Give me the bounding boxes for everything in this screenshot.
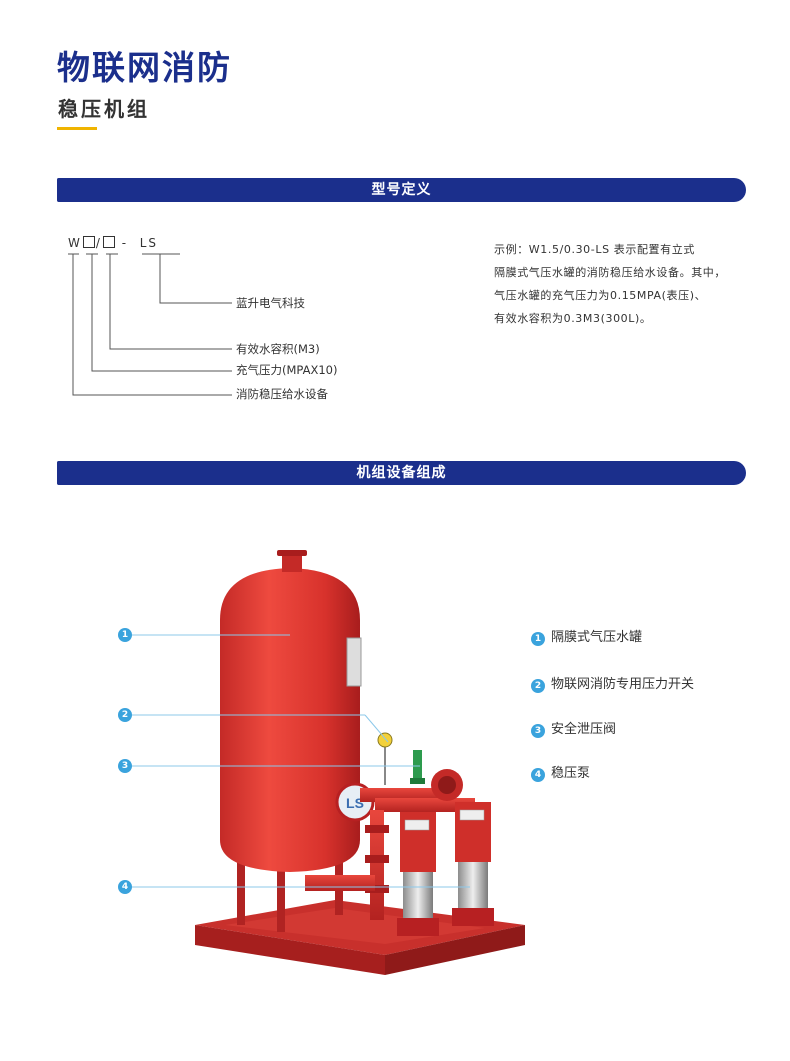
svg-text:LS: LS <box>346 795 364 811</box>
callout-badge-4: 4 <box>118 880 132 894</box>
legend-badge: 2 <box>531 679 545 693</box>
legend-badge: 4 <box>531 768 545 782</box>
definition-volume: 有效水容积(M3) <box>236 342 320 356</box>
pump-left <box>397 812 439 936</box>
legend-label: 安全泄压阀 <box>551 722 617 737</box>
section-bar-composition: 机组设备组成 <box>57 461 746 485</box>
page-title: 物联网消防 <box>57 48 232 87</box>
callout-badge-2: 2 <box>118 708 132 722</box>
model-code: W / - LS <box>68 235 158 251</box>
example-line: 示例：W1.5/0.30-LS 表示配置有立式 <box>494 243 695 256</box>
example-line: 隔膜式气压水罐的消防稳压给水设备。其中， <box>494 266 726 279</box>
volume-box <box>102 236 115 248</box>
example-line: 气压水罐的充气压力为0.15MPA(表压)、 <box>494 289 707 302</box>
model-example: 示例：W1.5/0.30-LS 表示配置有立式 隔膜式气压水罐的消防稳压给水设备… <box>494 238 756 330</box>
model-diagram-lines <box>68 253 232 396</box>
model-dash: - <box>121 236 129 250</box>
callout-badge-1: 1 <box>118 628 132 642</box>
legend-item: 1 隔膜式气压水罐 <box>531 630 642 646</box>
page-subtitle: 稳压机组 <box>58 97 150 121</box>
title-accent-line <box>57 127 97 130</box>
model-suffix: LS <box>139 236 159 250</box>
pressure-switch <box>377 732 393 785</box>
legend-item: 3 安全泄压阀 <box>531 722 616 738</box>
legend-badge: 3 <box>531 724 545 738</box>
pressure-box <box>82 236 95 248</box>
legend-badge: 1 <box>531 632 545 646</box>
section-bar-model-definition: 型号定义 <box>57 178 746 202</box>
definition-equipment: 消防稳压给水设备 <box>236 387 328 401</box>
legend-item: 4 稳压泵 <box>531 766 590 782</box>
pressure-unit-illustration: LS <box>195 550 525 975</box>
legend-label: 稳压泵 <box>551 766 591 781</box>
model-prefix: W <box>68 236 82 250</box>
pipe-manifold <box>305 769 475 920</box>
legend-label: 隔膜式气压水罐 <box>551 630 643 645</box>
legend-item: 2 物联网消防专用压力开关 <box>531 677 694 693</box>
relief-valve <box>410 750 425 784</box>
callout-badge-3: 3 <box>118 759 132 773</box>
definition-pressure: 充气压力(MPAX10) <box>236 363 338 377</box>
example-line: 有效水容积为0.3M3(300L)。 <box>494 312 652 325</box>
definition-brand: 蓝升电气科技 <box>236 296 305 310</box>
pump-right <box>452 802 494 926</box>
model-separator: / <box>95 236 102 250</box>
pressure-tank: LS <box>220 550 375 872</box>
legend-label: 物联网消防专用压力开关 <box>551 677 695 692</box>
